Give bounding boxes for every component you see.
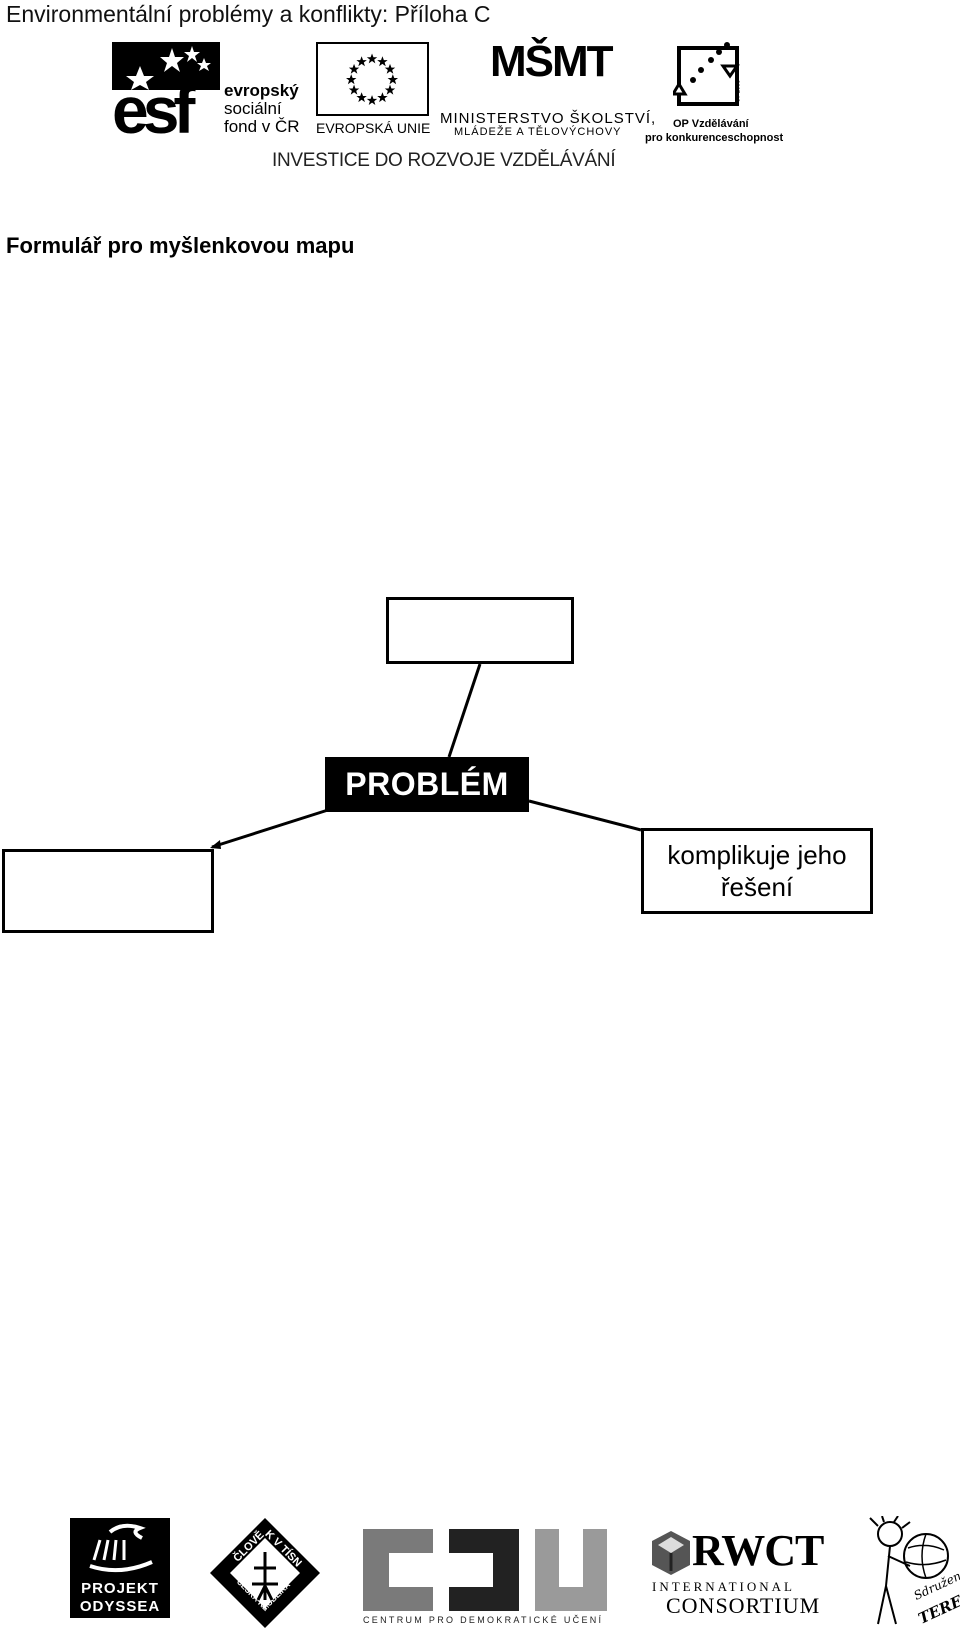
rwct-line2: CONSORTIUM (666, 1593, 821, 1618)
mindmap-box-right[interactable]: komplikuje jeho řešení (641, 828, 873, 914)
esf-logo: esf evropský sociální fond v ČR (112, 42, 312, 147)
cdu-logo: CENTRUM PRO DEMOKRATICKÉ UČENÍ (363, 1529, 607, 1629)
cdu-caption: CENTRUM PRO DEMOKRATICKÉ UČENÍ (363, 1615, 604, 1625)
esf-text: evropský sociální fond v ČR (224, 82, 300, 136)
odyssea-line1: PROJEKT (81, 1580, 159, 1597)
rwct-wordmark: RWCT (692, 1526, 824, 1575)
msmt-logo: MŠMT MINISTERSTVO ŠKOLSTVÍ, MLÁDEŽE A TĚ… (440, 37, 655, 139)
eu-flag-icon (316, 42, 429, 116)
investice-slogan: INVESTICE DO ROZVOJE VZDĚLÁVÁNÍ (272, 150, 616, 171)
arrowhead-left-icon (210, 840, 221, 849)
tereza-figure-icon (869, 1515, 949, 1625)
rwct-line1: INTERNATIONAL (652, 1579, 795, 1594)
eu-logo: EVROPSKÁ UNIE (316, 42, 431, 138)
connector-right (528, 799, 642, 832)
esf-stars-icon (112, 42, 220, 90)
cdu-mark-icon (363, 1529, 607, 1611)
op-line1: OP Vzdělávání (673, 118, 749, 130)
connector-left (211, 808, 329, 849)
esf-line3: fond v ČR (224, 117, 300, 136)
rwct-logo: RWCT INTERNATIONAL CONSORTIUM (652, 1527, 838, 1627)
form-title: Formulář pro myšlenkovou mapu (6, 233, 355, 258)
op-line2: pro konkurenceschopnost (645, 132, 784, 144)
mindmap-box-left[interactable] (2, 849, 214, 933)
clovek-v-tisni-logo: ČLOVĚK V TÍSNI ČESKÁ REPUBLIKA (206, 1507, 322, 1630)
msmt-line2: MLÁDEŽE A TĚLOVÝCHOVY (454, 126, 622, 138)
odyssea-ship-icon (89, 1523, 153, 1573)
msmt-mark: MŠMT (490, 37, 614, 86)
esf-line1: evropský (224, 81, 299, 100)
op-vzdelavani-logo: 2007-13 OP Vzdělávání pro konkurencescho… (643, 40, 783, 144)
eu-caption: EVROPSKÁ UNIE (316, 120, 431, 136)
msmt-line1: MINISTERSTVO ŠKOLSTVÍ, (440, 110, 657, 127)
connector-top (447, 663, 482, 758)
projekt-odyssea-logo: PROJEKT ODYSSEA (70, 1518, 170, 1618)
op-years: 2007-13 (733, 80, 739, 103)
esf-line2: sociální (224, 99, 282, 118)
mindmap-box-top[interactable] (386, 597, 574, 664)
mindmap-center-problem: PROBLÉM (325, 757, 529, 812)
op-arrows-icon: 2007-13 (673, 42, 740, 106)
sdruzeni-tereza-logo: Sdružení TEREZA (860, 1515, 960, 1628)
esf-wordmark: esf (112, 73, 195, 147)
rwct-book-icon (652, 1531, 690, 1575)
clovek-diamond-icon: ČLOVĚK V TÍSNI ČESKÁ REPUBLIKA (206, 1507, 320, 1628)
odyssea-line2: ODYSSEA (79, 1598, 161, 1615)
document-header-title: Environmentální problémy a konflikty: Př… (6, 1, 491, 27)
